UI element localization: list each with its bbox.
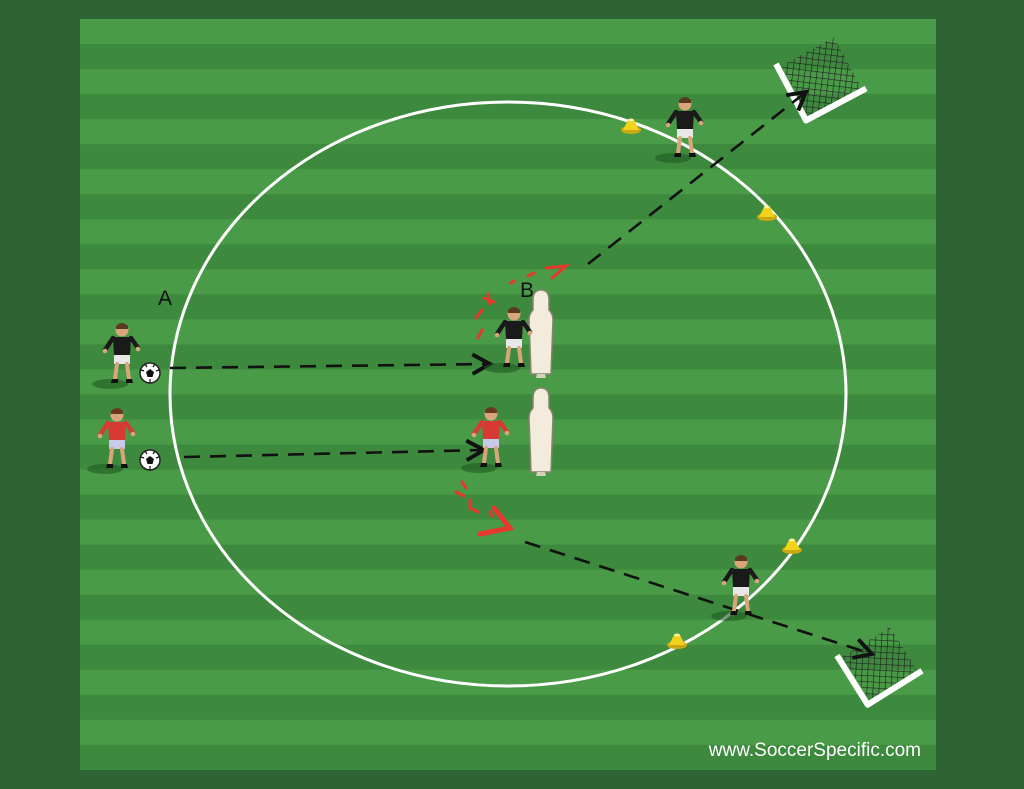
pitch-stripe [80,694,936,720]
pitch [80,19,936,770]
pitch-stripe [80,394,936,420]
pitch-stripe [80,244,936,270]
pitch-stripe [80,194,936,220]
pitch-stripe [80,644,936,670]
station-label-b: B [520,279,534,302]
station-label-a: A [158,287,172,310]
pass-arrow [169,364,490,368]
pitch-stripe [80,144,936,170]
pitch-stripe [80,744,936,770]
center-circle [168,100,848,688]
shot-arrow [587,92,806,266]
soccer-ball-icon [139,362,161,384]
shot-arrow [524,540,872,654]
dribble-arrow [474,264,571,340]
pitch-stripe [80,594,936,620]
watermark: www.SoccerSpecific.com [708,740,921,761]
pitch-stripe [80,494,936,520]
mannequin-icon [528,289,554,379]
dribble-arrow [454,480,515,537]
soccer-ball-icon [139,449,161,471]
pitch-stripe [80,544,936,570]
mannequin-icon [528,387,554,477]
pitch-stripe [80,444,936,470]
